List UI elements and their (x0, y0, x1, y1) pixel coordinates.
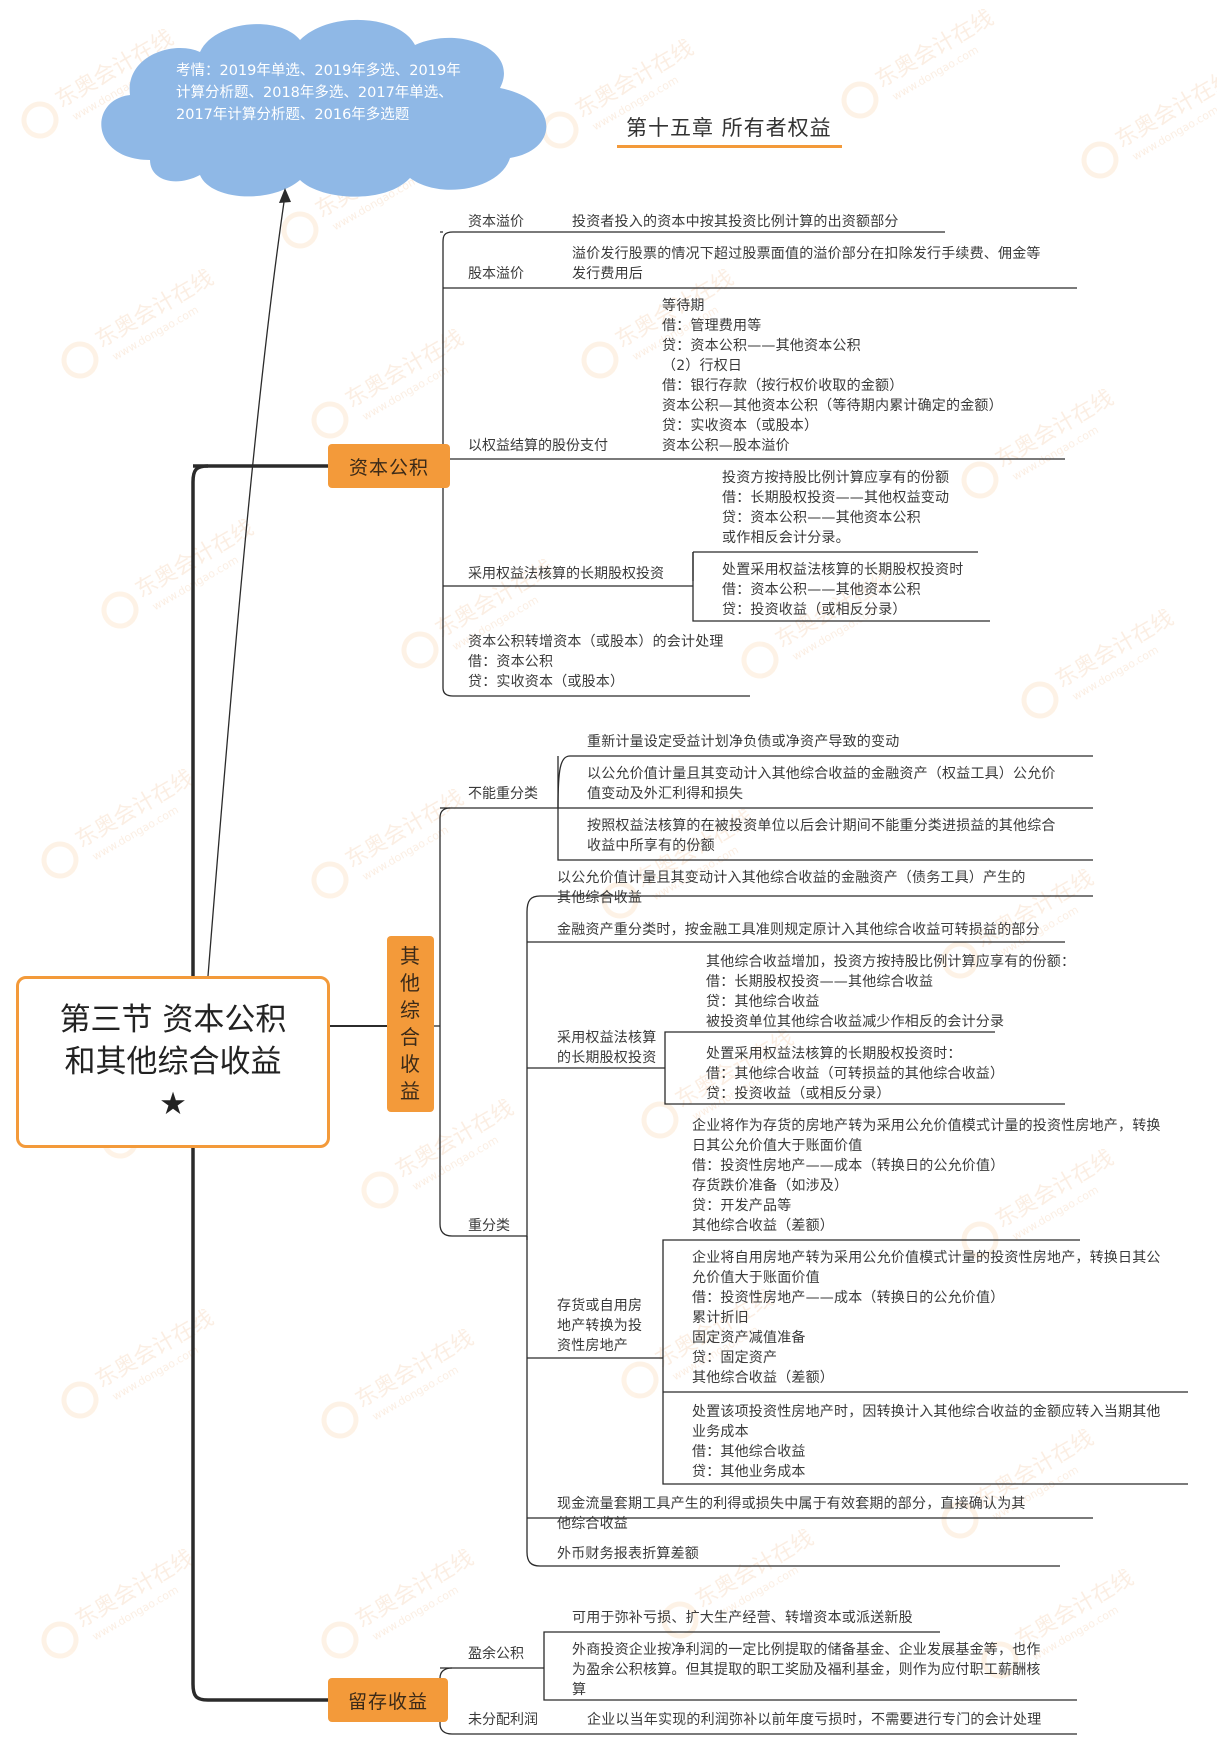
chapter-title-underline (617, 145, 842, 148)
label-property-conversion: 存货或自用房 地产转换为投 资性房地产 (557, 1298, 643, 1354)
cloud-shape (101, 19, 547, 197)
root-title-line1: 第三节 资本公积 (59, 1002, 287, 1038)
cloud-exam-info: 考情：2019年单选、2019年多选、2019年 计算分析题、2018年多选、2… (176, 63, 461, 123)
label-reclass-equity-method: 采用权益法核算 的长期股权投资 (557, 1030, 657, 1066)
text-property-inventory: 企业将作为存货的房地产转为采用公允价值模式计量的投资性房地产，转换 日其公允价值… (692, 1118, 1161, 1234)
star-icon: ★ (159, 1086, 187, 1122)
text-share-premium: 溢价发行股票的情况下超过股票面值的溢价部分在扣除发行手续费、佣金等 发行费用后 (572, 246, 1041, 282)
node-other-comprehensive-income[interactable]: 其 他 综 合 收 益 (387, 936, 434, 1112)
text-non-reclass-1: 重新计量设定受益计划净负债或净资产导致的变动 (587, 734, 900, 750)
text-equity-settled: 等待期 借：管理费用等 贷：资本公积——其他资本公积 （2）行权日 借：银行存款… (662, 298, 1003, 454)
label-surplus-reserve: 盈余公积 (468, 1646, 524, 1662)
text-capital-conversion: 资本公积转增资本（或股本）的会计处理 借：资本公积 贷：实收资本（或股本） (468, 634, 724, 690)
text-surplus-1: 可用于弥补亏损、扩大生产经营、转增资本或派送新股 (572, 1610, 913, 1626)
text-reclass-equity-method-2: 处置采用权益法核算的长期股权投资时： 借：其他综合收益（可转损益的其他综合收益）… (706, 1046, 1005, 1102)
text-property-disposal: 处置该项投资性房地产时，因转换计入其他综合收益的金额应转入当期其他 业务成本 借… (692, 1404, 1161, 1480)
text-equity-method-cr-1: 投资方按持股比例计算应享有的份额 借：长期股权投资——其他权益变动 贷：资本公积… (722, 470, 950, 546)
text-cashflow-hedge: 现金流量套期工具产生的利得或损失中属于有效套期的部分，直接确认为其 他综合收益 (557, 1496, 1026, 1532)
label-equity-method-cr: 采用权益法核算的长期股权投资 (468, 566, 664, 582)
label-undistributed-profit: 未分配利润 (468, 1712, 538, 1728)
cloud-arrow-head (279, 188, 291, 203)
node-retained-earnings[interactable]: 留存收益 (328, 1678, 448, 1722)
text-non-reclass-3: 按照权益法核算的在被投资单位以后会计期间不能重分类进损益的其他综合 收益中所享有… (587, 818, 1056, 854)
root-title-line2: 和其他综合收益 (64, 1044, 282, 1080)
label-share-premium: 股本溢价 (468, 266, 524, 282)
label-capital-premium: 资本溢价 (468, 214, 524, 230)
text-property-self-use: 企业将自用房地产转为采用公允价值模式计量的投资性房地产，转换日其公 允价值大于账… (692, 1250, 1161, 1386)
text-fx-translation: 外币财务报表折算差额 (557, 1546, 699, 1562)
text-non-reclass-2: 以公允价值计量且其变动计入其他综合收益的金融资产（权益工具）公允价 值变动及外汇… (587, 766, 1056, 802)
node-capital-reserve[interactable]: 资本公积 (328, 444, 450, 488)
label-non-reclassifiable: 不能重分类 (468, 786, 538, 802)
root-node[interactable]: 第三节 资本公积 和其他综合收益 ★ (16, 976, 330, 1148)
chapter-title: 第十五章 所有者权益 (626, 116, 832, 140)
text-capital-premium: 投资者投入的资本中按其投资比例计算的出资额部分 (572, 214, 899, 230)
text-equity-method-cr-2: 处置采用权益法核算的长期股权投资时 借：资本公积——其他资本公积 贷：投资收益（… (722, 562, 964, 618)
cloud-arrow (207, 194, 286, 977)
text-undistributed-profit: 企业以当年实现的利润弥补以前年度亏损时，不需要进行专门的会计处理 (587, 1712, 1042, 1728)
text-reclass-equity-method-1: 其他综合收益增加，投资方按持股比例计算应享有的份额： 借：长期股权投资——其他综… (706, 954, 1076, 1030)
label-equity-settled: 以权益结算的股份支付 (468, 438, 608, 454)
text-surplus-2: 外商投资企业按净利润的一定比例提取的储备基金、企业发展基金等，也作 为盈余公积核… (572, 1642, 1041, 1698)
label-reclassifiable: 重分类 (468, 1218, 510, 1234)
text-reclass-2: 金融资产重分类时，按金融工具准则规定原计入其他综合收益可转损益的部分 (557, 922, 1040, 938)
text-reclass-1: 以公允价值计量且其变动计入其他综合收益的金融资产（债务工具）产生的 其他综合收益 (557, 870, 1026, 906)
